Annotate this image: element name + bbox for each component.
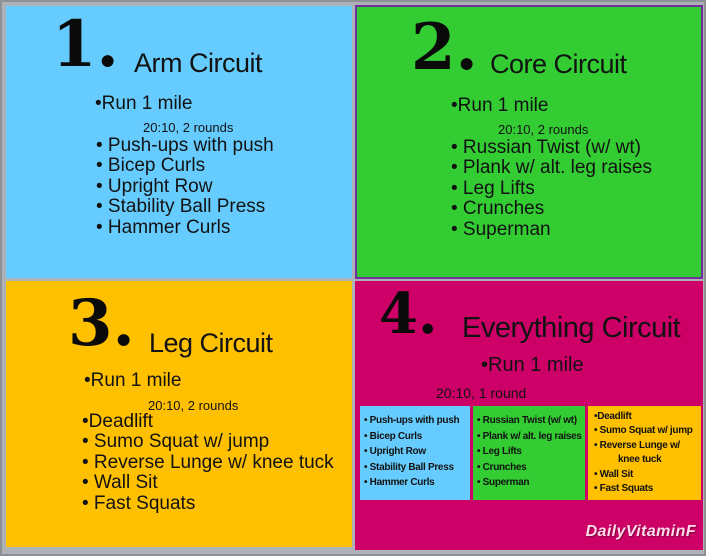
exercise-item: • Leg Lifts: [451, 177, 535, 199]
exercise-item: • Upright Row: [96, 175, 213, 197]
mini-exercise-item: • Upright Row: [364, 446, 426, 457]
mini-exercise-item: • Crunches: [477, 461, 527, 473]
run-line: •Run 1 mile: [451, 95, 549, 116]
mini-exercise-item: • Sumo Squat w/ jump: [594, 425, 693, 437]
exercise-item: • Crunches: [451, 198, 545, 220]
rounds-line: 20:10, 2 rounds: [148, 398, 239, 413]
mini-exercise-item: • Push-ups with push: [364, 415, 460, 426]
exercise-item: • Reverse Lunge w/ knee tuck: [82, 451, 334, 473]
exercise-item: •Deadlift: [82, 411, 154, 432]
mini-exercise-item: • Superman: [477, 477, 530, 488]
exercise-item: • Russian Twist (w/ wt): [451, 137, 641, 158]
arm-mini-box: • Push-ups with push • Bicep Curls • Uprig…: [360, 406, 470, 500]
exercise-item: • Plank w/ alt. leg raises: [451, 157, 652, 179]
exercise-item: • Push-ups with push: [96, 135, 274, 156]
mini-exercise-item: • Bicep Curls: [364, 430, 422, 442]
arm-circuit-title: Arm Circuit: [134, 48, 263, 78]
arm-exercise-list: • Push-ups with push• Bicep Curls• Uprig…: [96, 135, 274, 238]
mini-exercise-item: • Plank w/ alt. leg raises: [477, 430, 582, 442]
rounds-line: 20:10, 2 rounds: [498, 122, 589, 137]
leg-exercise-list: •Deadlift• Sumo Squat w/ jump• Reverse L…: [82, 411, 334, 514]
mini-exercise-item: • Russian Twist (w/ wt): [477, 415, 577, 426]
mini-exercise-item: • Reverse Lunge w/ knee tuck: [594, 439, 680, 466]
run-line: •Run 1 mile: [95, 93, 193, 114]
core-exercise-list: • Russian Twist (w/ wt)• Plank w/ alt. l…: [451, 137, 652, 240]
everything-circuit-panel: 4. Everything Circuit •Run 1 mile 20:10,…: [355, 281, 703, 550]
exercise-item: • Fast Squats: [82, 492, 196, 514]
leg-mini-box: •Deadlift • Sumo Squat w/ jump • Reverse L…: [588, 406, 701, 500]
circuit-number-3: 3.: [68, 286, 135, 361]
mini-exercise-item: • Hammer Curls: [364, 477, 435, 488]
mini-exercise-item: • Fast Squats: [594, 483, 654, 495]
everything-circuit-title: Everything Circuit: [462, 312, 681, 344]
run-line: •Run 1 mile: [84, 370, 182, 391]
exercise-item: • Hammer Curls: [96, 216, 231, 238]
mini-exercise-item: • Leg Lifts: [477, 446, 522, 457]
exercise-item: • Wall Sit: [82, 472, 158, 494]
rounds-line: 20:10, 1 round: [436, 385, 527, 401]
exercise-item: • Stability Ball Press: [96, 196, 266, 218]
run-line: •Run 1 mile: [481, 354, 584, 376]
exercise-item: • Superman: [451, 218, 551, 240]
mini-exercise-item: • Wall Sit: [594, 468, 634, 480]
leg-circuit-panel: 3. Leg Circuit •Run 1 mile 20:10, 2 roun…: [6, 281, 352, 547]
brand-watermark: DailyVitaminF: [585, 523, 696, 540]
mini-exercise-item: • Stability Ball Press: [364, 461, 454, 473]
exercise-item: • Sumo Squat w/ jump: [82, 431, 270, 453]
mini-exercise-item: •Deadlift: [594, 411, 632, 422]
leg-circuit-title: Leg Circuit: [149, 328, 273, 358]
circuit-number-1: 1.: [52, 7, 119, 82]
circuit-number-4: 4.: [379, 281, 438, 347]
core-circuit-title: Core Circuit: [490, 49, 627, 79]
exercise-item: • Bicep Curls: [96, 155, 206, 177]
arm-circuit-panel: 1. Arm Circuit •Run 1 mile 20:10, 2 roun…: [6, 6, 352, 278]
core-mini-box: • Russian Twist (w/ wt) • Plank w/ alt. l…: [473, 406, 585, 500]
core-circuit-panel: 2. Core Circuit •Run 1 mile 20:10, 2 rou…: [355, 5, 703, 279]
circuit-number-2: 2.: [411, 10, 478, 85]
rounds-line: 20:10, 2 rounds: [143, 120, 234, 135]
